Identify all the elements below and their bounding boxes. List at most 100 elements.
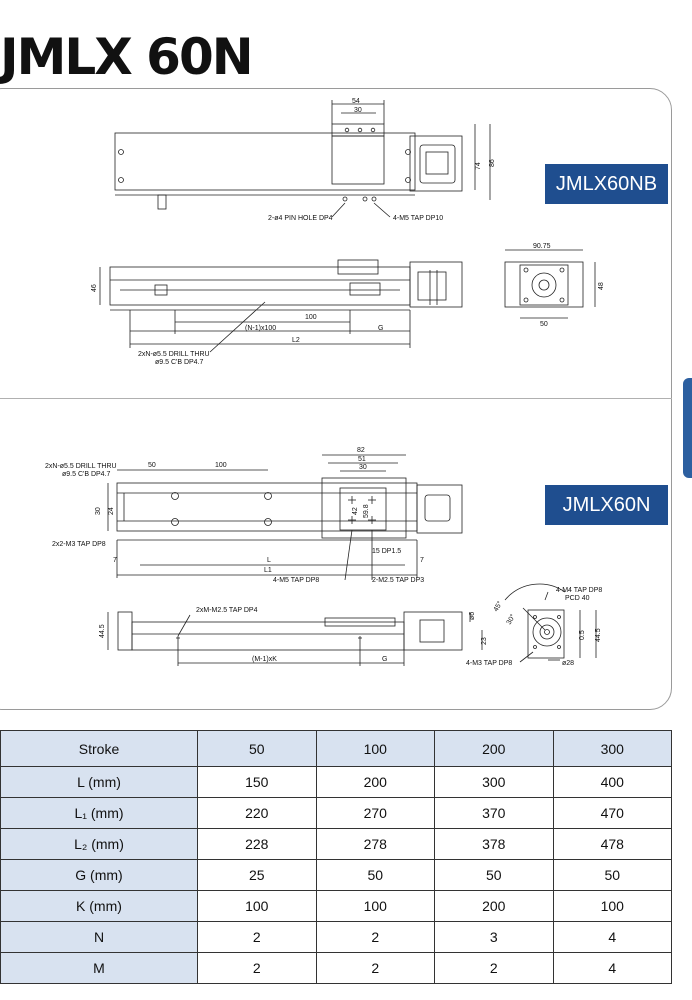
n-m4-tap-label: 4-M4 TAP DP8 [556,587,602,594]
table-row: K (mm) 100 100 200 100 [0,890,672,922]
frame-divider [0,398,672,399]
table-cell: 50 [434,859,554,891]
table-cell: 100 [315,890,435,922]
spec-table: Stroke 50 100 200 300 L (mm) 150 200 300… [0,730,672,984]
n-dim-100: 100 [215,462,227,469]
technical-drawing: 54 30 86 74 2-ø4 PIN HOLE DP4 4-M5 TAP D… [45,98,605,667]
n-angle-30: 30° [505,613,517,626]
table-cell: 278 [315,828,435,860]
header-cell: 100 [315,730,435,767]
table-cell: 378 [434,828,554,860]
dim-86: 86 [489,159,496,167]
table-header-row: Stroke 50 100 200 300 [0,730,672,767]
n-dim-mk: (M-1)xK [252,656,277,663]
header-cell: 50 [197,730,317,767]
table-cell: 4 [552,952,672,984]
dim-100: 100 [305,314,317,321]
n-m2-5-tap-label: 2-M2.5 TAP DP3 [372,577,424,584]
row-label: L₂ (mm) [0,828,198,860]
pin-hole-label: 2-ø4 PIN HOLE DP4 [268,215,333,222]
n-dim-g: G [382,656,387,663]
table-cell: 50 [552,859,672,891]
table-row: M 2 2 2 4 [0,952,672,984]
n-m2-5-side-label: 2xM-M2.5 TAP DP4 [196,607,258,614]
table-row: L₁ (mm) 220 270 370 470 [0,797,672,829]
table-cell: 50 [315,859,435,891]
n-dim-l: L [267,557,271,564]
table-cell: 2 [434,952,554,984]
n-dim-7b: 7 [420,557,424,564]
n-dim-44-5b: 44.5 [595,628,602,642]
table-row: L (mm) 150 200 300 400 [0,766,672,798]
n-m3-end-label: 4-M3 TAP DP8 [466,660,512,667]
table-cell: 2 [315,921,435,953]
side-tab [683,378,692,478]
nb-end-view: 90.75 48 50 [504,243,605,328]
n-dim-15: 15 DP1.5 [372,548,401,555]
n-dim-23: 23 [481,637,488,645]
table-cell: 200 [315,766,435,798]
m5-tap-label: 4-M5 TAP DP10 [393,215,443,222]
dim-g: G [378,325,383,332]
dim-l2: L2 [292,337,300,344]
row-label: M [0,952,198,984]
table-cell: 270 [315,797,435,829]
n-end-view: 4-M4 TAP DP8 PCD 40 45° 30° 0.5 44.5 4-M… [466,583,602,667]
n-dim-44-5: 44.5 [99,624,106,638]
n-dim-59: 59.8 [363,504,370,518]
table-cell: 370 [434,797,554,829]
dim-90-75: 90.75 [533,243,551,250]
n-dim-0-5: 0.5 [579,630,586,640]
dim-48: 48 [598,282,605,290]
table-cell: 300 [434,766,554,798]
n-drill-thru-label: 2xN-ø5.5 DRILL THRU [45,463,117,470]
n-dim-51: 51 [358,456,366,463]
n-m5-tap-label: 4-M5 TAP DP8 [273,577,319,584]
dim-54: 54 [352,98,360,105]
n-dim-50: 50 [148,462,156,469]
table-cell: 2 [315,952,435,984]
row-label: L₁ (mm) [0,797,198,829]
model-label-nb: JMLX60NB [545,164,668,204]
model-label-n: JMLX60N [545,485,668,525]
table-cell: 2 [197,921,317,953]
n-dim-24: 24 [108,507,115,515]
dim-30: 30 [354,107,362,114]
table-row: G (mm) 25 50 50 50 [0,859,672,891]
n-dim-30: 30 [359,464,367,471]
n-dim-l1: L1 [264,567,272,574]
n-top-view: 2xN-ø5.5 DRILL THRU ø9.5 C'B DP4.7 50 10… [45,447,463,584]
n-dim-7a: 7 [113,557,117,564]
table-cell: 2 [197,952,317,984]
dim-74: 74 [475,162,482,170]
table-cell: 470 [552,797,672,829]
table-cell: 25 [197,859,317,891]
drawing-frame [0,88,672,710]
row-label: K (mm) [0,890,198,922]
n-dim-30b: 30 [95,507,102,515]
table-cell: 478 [552,828,672,860]
table-row: N 2 2 3 4 [0,921,672,953]
header-cell: 200 [434,730,554,767]
row-label: L (mm) [0,766,198,798]
drill-thru-label: 2xN-ø5.5 DRILL THRU [138,351,210,358]
nb-side-view: 46 100 (N-1)x100 G L2 2xN-ø5.5 DRILL THR… [91,259,463,366]
row-label: G (mm) [0,859,198,891]
n-dim-6: ø6 [469,612,476,620]
header-cell: 300 [552,730,672,767]
table-cell: 228 [197,828,317,860]
n-m3-tap-label: 2x2-M3 TAP DP8 [52,541,106,548]
table-cell: 4 [552,921,672,953]
table-cell: 150 [197,766,317,798]
n-side-view: 44.5 (M-1)xK G 2xM-M2.5 TAP DP4 ø6 23 [99,607,488,666]
cb-label: ø9.5 C'B DP4.7 [155,359,204,366]
nb-top-view: 54 30 86 74 2-ø4 PIN HOLE DP4 4-M5 TAP D… [114,98,496,222]
table-row: L₂ (mm) 228 278 378 478 [0,828,672,860]
n-dim-82: 82 [357,447,365,454]
row-label: N [0,921,198,953]
dim-50: 50 [540,321,548,328]
table-cell: 3 [434,921,554,953]
table-cell: 100 [552,890,672,922]
n-cb-label: ø9.5 C'B DP4.7 [62,471,111,478]
n-angle-45: 45° [492,600,504,613]
